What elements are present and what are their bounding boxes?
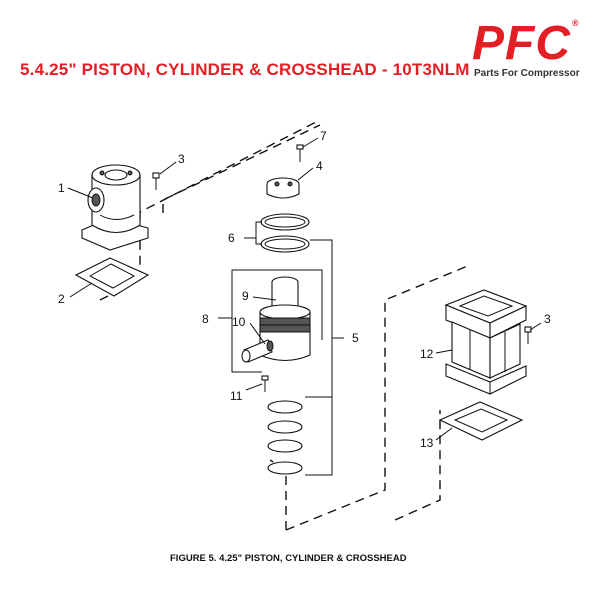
page-title: 5.4.25" PISTON, CYLINDER & CROSSHEAD - 1… <box>20 60 470 79</box>
part-7-screw <box>296 144 304 162</box>
callout-7: 7 <box>320 129 327 143</box>
lower-piston-rings <box>267 400 303 475</box>
part-12-cylinder <box>444 289 528 395</box>
part-13-gasket <box>438 401 524 441</box>
part-3-bolt <box>152 172 160 190</box>
part-4-cap <box>266 177 300 199</box>
part-2-gasket <box>74 257 150 297</box>
callout-3-lower: 3 <box>544 312 551 326</box>
registered-mark: ® <box>572 18 579 28</box>
callout-labels: 1 2 3 4 5 6 7 8 9 10 11 3 12 13 <box>58 129 551 450</box>
callout-4: 4 <box>316 159 323 173</box>
logo-letters: PFC <box>472 17 571 70</box>
callout-10: 10 <box>232 315 246 329</box>
callout-6: 6 <box>228 231 235 245</box>
part-10-wrist-pin <box>241 339 274 363</box>
pfc-logo: PFC ® Parts For Compressor <box>468 14 586 84</box>
callout-2: 2 <box>58 292 65 306</box>
callout-8: 8 <box>202 312 209 326</box>
callout-11: 11 <box>230 389 243 403</box>
logo-tagline: Parts For Compressor <box>474 68 580 79</box>
part-6-piston-rings <box>260 213 310 253</box>
callout-5: 5 <box>352 331 359 345</box>
part-11-screw <box>261 375 269 392</box>
callout-1: 1 <box>58 181 65 195</box>
leader-lines <box>67 137 542 476</box>
callout-12: 12 <box>420 347 434 361</box>
callout-3: 3 <box>178 152 185 166</box>
callout-13: 13 <box>420 436 434 450</box>
part-1-head <box>81 164 149 251</box>
callout-9: 9 <box>242 289 249 303</box>
figure-caption: FIGURE 5. 4.25" PISTON, CYLINDER & CROSS… <box>170 553 407 564</box>
